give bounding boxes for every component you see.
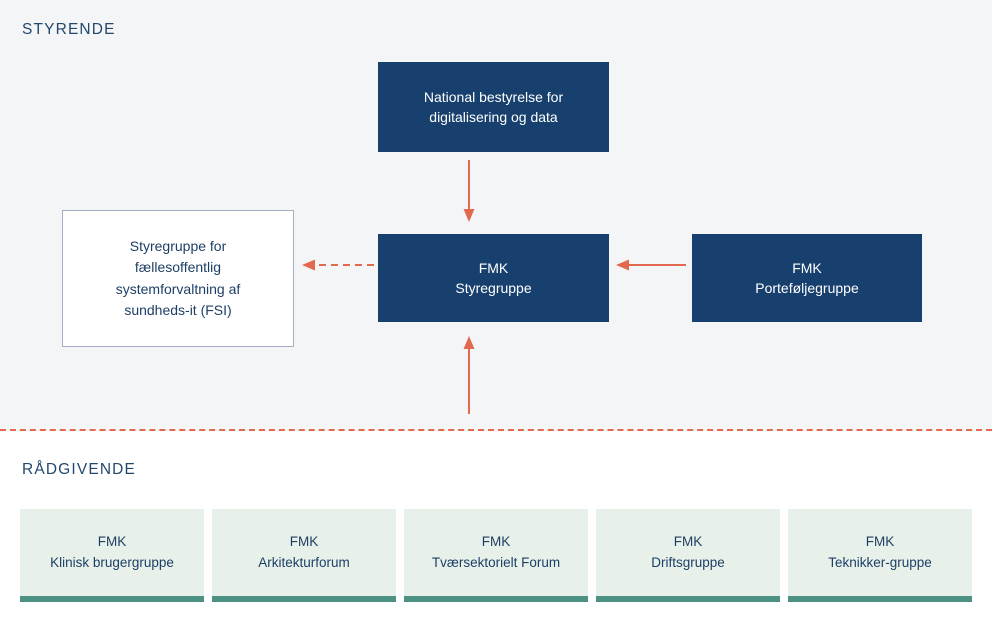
- advisory-section-heading: RÅDGIVENDE: [22, 461, 136, 478]
- card-fmk-arkitekturforum[interactable]: FMK Arkitekturforum: [212, 509, 396, 602]
- card-fmk-driftsgruppe-line2: Driftsgruppe: [651, 554, 725, 570]
- card-fmk-teknikker-gruppe-line2: Teknikker-gruppe: [828, 554, 932, 570]
- node-fmk-portefoljegruppe-line2: Porteføljegruppe: [755, 280, 859, 296]
- node-styregruppe-fsi[interactable]: Styregruppe for fællesoffentlig systemfo…: [62, 210, 294, 347]
- advisory-card-row: FMK Klinisk brugergruppe FMK Arkitekturf…: [20, 509, 972, 602]
- card-fmk-teknikker-gruppe[interactable]: FMK Teknikker-gruppe: [788, 509, 972, 602]
- node-styregruppe-fsi-line4: sundheds-it (FSI): [124, 301, 232, 318]
- card-fmk-tvaersektorielt-forum-line2: Tværsektorielt Forum: [431, 554, 561, 570]
- card-fmk-klinisk-brugergruppe[interactable]: FMK Klinisk brugergruppe: [20, 509, 204, 602]
- node-fmk-styregruppe-line2: Styregruppe: [455, 280, 532, 296]
- section-divider-dashed: [0, 429, 992, 431]
- node-national-bestyrelse[interactable]: National bestyrelse for digitalisering o…: [378, 62, 609, 152]
- card-fmk-arkitekturforum-line1: FMK: [289, 534, 319, 550]
- node-styregruppe-fsi-line2: fællesoffentlig: [134, 259, 222, 276]
- arrow-left-portefolje-to-styregruppe: [616, 259, 686, 271]
- node-national-bestyrelse-line1: National bestyrelse for: [423, 88, 564, 105]
- node-fmk-portefoljegruppe[interactable]: FMK Porteføljegruppe: [692, 234, 922, 322]
- card-fmk-driftsgruppe[interactable]: FMK Driftsgruppe: [596, 509, 780, 602]
- node-fmk-styregruppe-line1: FMK: [478, 259, 509, 276]
- node-fmk-styregruppe[interactable]: FMK Styregruppe: [378, 234, 609, 322]
- node-fmk-portefoljegruppe-line1: FMK: [792, 259, 822, 276]
- card-fmk-driftsgruppe-line1: FMK: [673, 534, 703, 550]
- card-fmk-tvaersektorielt-forum-line1: FMK: [481, 534, 511, 550]
- card-fmk-klinisk-brugergruppe-line2: Klinisk brugergruppe: [50, 554, 174, 570]
- arrow-dashed-left-to-fsi: [302, 259, 374, 271]
- card-fmk-teknikker-gruppe-line1: FMK: [865, 534, 895, 550]
- node-styregruppe-fsi-line3: systemforvaltning af: [115, 280, 241, 297]
- card-fmk-tvaersektorielt-forum[interactable]: FMK Tværsektorielt Forum: [404, 509, 588, 602]
- arrow-down-top-to-styregruppe: [463, 160, 475, 222]
- node-styregruppe-fsi-line1: Styregruppe for: [129, 237, 227, 254]
- arrow-up-advisory-to-styregruppe: [463, 336, 475, 414]
- node-national-bestyrelse-line2: digitalisering og data: [429, 109, 558, 125]
- governing-section-heading: STYRENDE: [22, 21, 116, 38]
- card-fmk-klinisk-brugergruppe-line1: FMK: [97, 534, 127, 550]
- card-fmk-arkitekturforum-line2: Arkitekturforum: [258, 554, 350, 570]
